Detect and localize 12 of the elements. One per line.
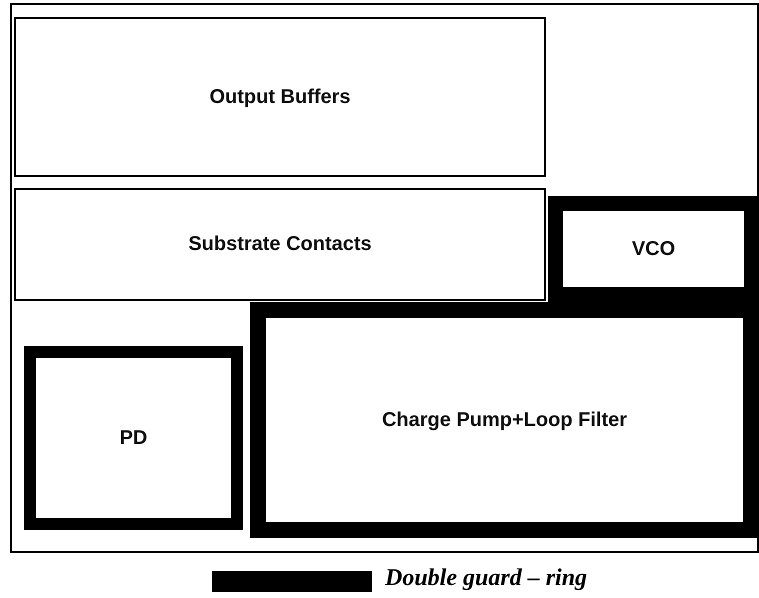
block-label: PD	[120, 426, 148, 450]
chip-outline	[10, 3, 759, 553]
block-label: Output Buffers	[209, 86, 351, 108]
guard-ring-block	[548, 196, 759, 302]
guard-ring-block	[24, 346, 243, 530]
legend-label: Double guard – ring	[385, 565, 588, 592]
layout-block	[14, 17, 546, 177]
block-label: Substrate Contacts	[188, 233, 372, 256]
guard-ring-block	[250, 302, 759, 538]
layout-block	[14, 188, 546, 301]
block-label: Charge Pump+Loop Filter	[382, 408, 628, 432]
block-label: VCO	[632, 238, 676, 260]
